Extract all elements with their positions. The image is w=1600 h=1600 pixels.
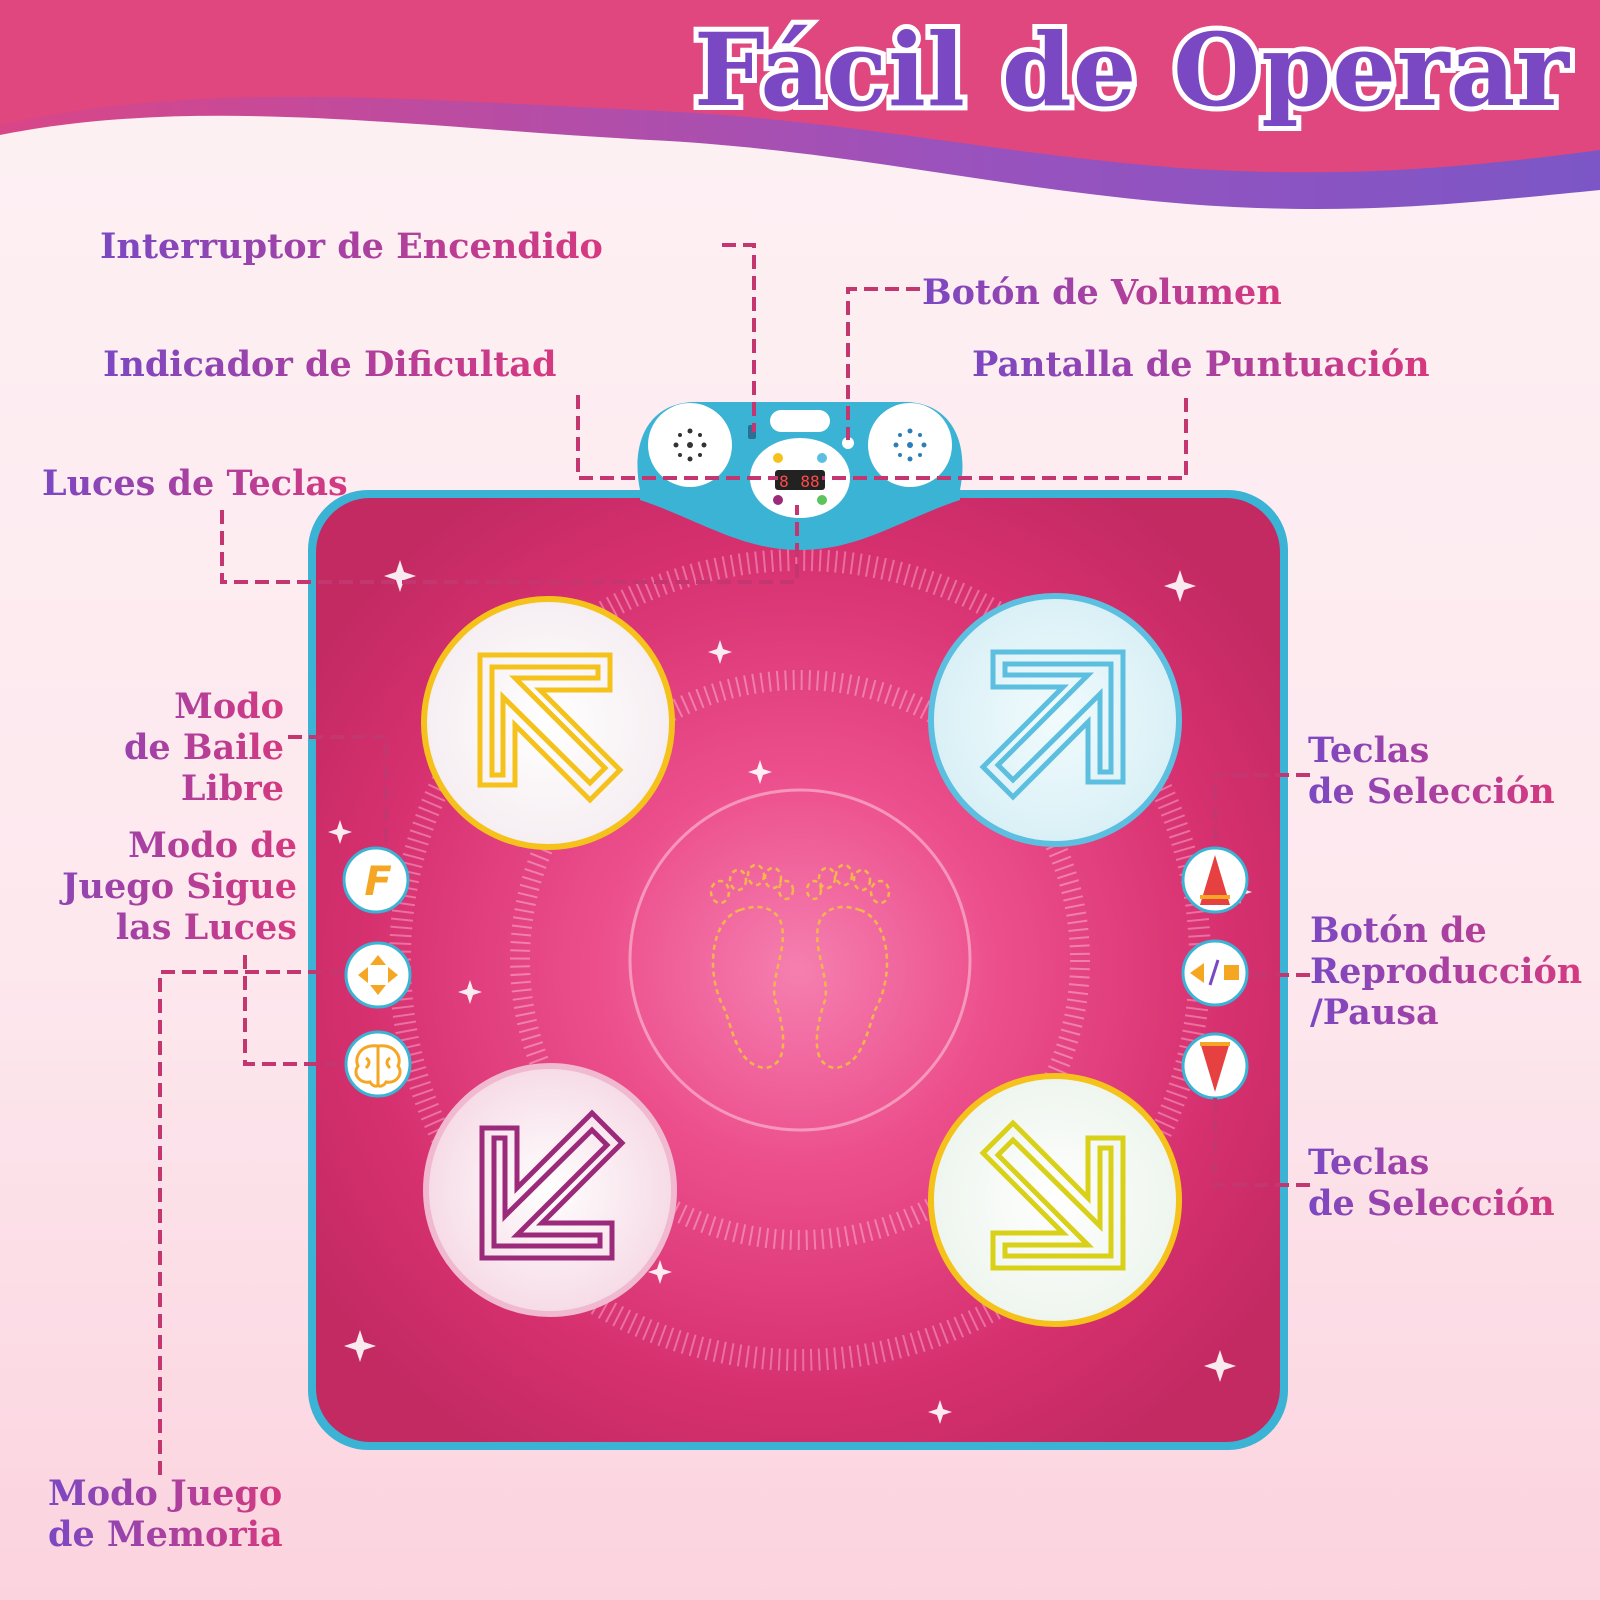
label-selection-keys-line: Teclas xyxy=(1308,730,1430,771)
power-switch[interactable] xyxy=(748,425,756,439)
letter-f-icon: F xyxy=(364,859,391,905)
banner-top xyxy=(0,0,1600,173)
triangle-up-icon xyxy=(1200,855,1230,905)
volume-button[interactable] xyxy=(770,410,830,432)
arrow-up-left-icon xyxy=(477,652,624,804)
play-pause-button[interactable] xyxy=(1181,939,1249,1007)
arrow-down-left-icon xyxy=(479,1109,626,1261)
label-volume-button: Botón de Volumen xyxy=(922,272,1282,313)
pad-up-right[interactable] xyxy=(928,593,1182,847)
ring-inner xyxy=(628,788,972,1132)
memory-game-button[interactable] xyxy=(344,1030,412,1098)
score-digits: 88 xyxy=(800,472,819,491)
header-banner: Fácil de Operar xyxy=(0,0,1600,210)
label-play-pause-line: Reproducción xyxy=(1310,951,1583,992)
label-play-pause: Botón de Reproducción /Pausa xyxy=(1310,910,1582,1033)
label-selection-keys-line: Teclas xyxy=(1308,1142,1430,1183)
label-selection-keys-line: de Selección xyxy=(1308,1183,1555,1224)
label-memory-game-line: de Memoria xyxy=(48,1514,283,1555)
label-follow-lights-line: las Luces xyxy=(115,907,297,948)
page-title: Fácil de Operar xyxy=(694,11,1570,129)
label-free-dance-line: de Baile xyxy=(123,727,284,768)
label-free-dance-line: Modo xyxy=(174,686,284,727)
pad-down-left[interactable] xyxy=(423,1063,677,1317)
label-selection-keys-line: de Selección xyxy=(1308,771,1555,812)
difficulty-digit: 8 xyxy=(779,472,789,491)
label-key-lights: Luces de Teclas xyxy=(42,463,348,504)
select-up-button[interactable] xyxy=(1181,846,1249,914)
key-light-purple xyxy=(773,495,783,505)
label-memory-game: Modo Juego de Memoria xyxy=(48,1473,283,1555)
label-follow-lights: Modo de Juego Sigue las Luces xyxy=(0,825,297,948)
label-difficulty-indicator: Indicador de Dificultad xyxy=(103,344,557,385)
pad-down-right[interactable] xyxy=(928,1073,1182,1327)
footprints-icon xyxy=(709,863,891,1070)
key-light-yellow xyxy=(773,453,783,463)
label-free-dance-line: Libre xyxy=(180,768,284,809)
label-selection-keys-bottom: Teclas de Selección xyxy=(1308,1142,1555,1224)
label-score-display: Pantalla de Puntuación xyxy=(972,344,1430,385)
display-panel xyxy=(775,470,825,490)
triangle-down-icon xyxy=(1200,1042,1230,1092)
label-play-pause-line: /Pausa xyxy=(1310,992,1439,1033)
select-down-button[interactable] xyxy=(1181,1032,1249,1100)
label-play-pause-line: Botón de xyxy=(1310,910,1487,951)
pad-up-left[interactable] xyxy=(421,596,675,850)
label-follow-lights-line: Modo de xyxy=(128,825,297,866)
volume-indicator-dot xyxy=(842,437,854,449)
key-light-blue xyxy=(817,453,827,463)
free-dance-button[interactable]: F xyxy=(342,846,410,914)
label-free-dance: Modo de Baile Libre xyxy=(44,686,284,809)
brain-icon xyxy=(354,1044,402,1088)
ring-mid xyxy=(510,670,1090,1250)
label-selection-keys-top: Teclas de Selección xyxy=(1308,730,1555,812)
label-memory-game-line: Modo Juego xyxy=(48,1473,283,1514)
label-follow-lights-line: Juego Sigue xyxy=(61,866,297,907)
arrow-up-right-icon xyxy=(979,649,1126,801)
directional-pad-icon xyxy=(358,955,398,995)
play-pause-icon xyxy=(1190,959,1239,986)
label-power-switch: Interruptor de Encendido xyxy=(100,226,603,267)
arrow-down-right-icon xyxy=(979,1119,1126,1271)
key-light-green xyxy=(817,495,827,505)
follow-lights-button[interactable] xyxy=(344,941,412,1009)
